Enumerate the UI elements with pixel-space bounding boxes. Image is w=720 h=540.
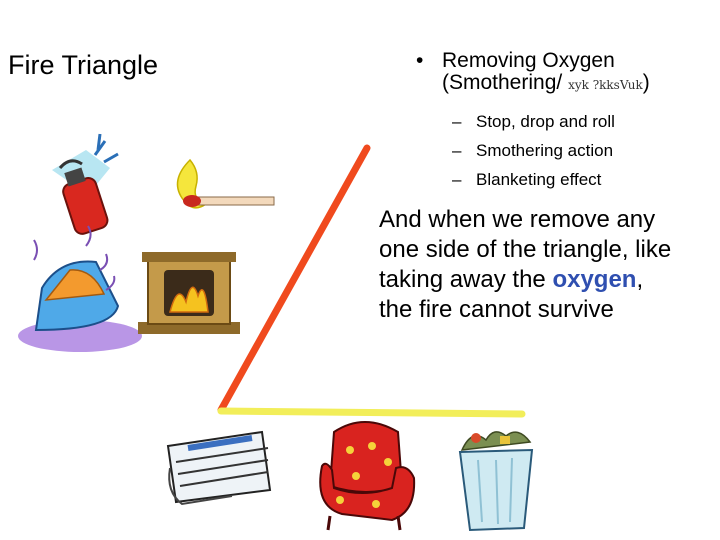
- paragraph-after: , the fire cannot survive: [379, 266, 644, 323]
- sub-bullet-dash: –: [452, 112, 462, 131]
- explanation-paragraph: And when we remove any one side of the t…: [379, 205, 679, 325]
- sub-bullet-text: Blanketing effect: [476, 170, 602, 189]
- bullet-hindi-text: xyk ?kksVuk: [568, 78, 643, 92]
- extinguisher-icon: [52, 133, 119, 235]
- sub-bullet-text: Smothering action: [476, 141, 614, 160]
- match-icon: [176, 158, 275, 209]
- sub-bullet-text: Stop, drop and roll: [476, 112, 615, 131]
- sub-bullet-dash: –: [452, 170, 462, 189]
- bullet-line-2: (Smothering/ xyk ?kksVuk): [442, 72, 650, 96]
- newspaper-icon: [166, 430, 272, 506]
- triangle-left-side: [217, 144, 371, 414]
- sub-bullet-1: –Stop, drop and roll: [452, 112, 615, 132]
- bullet-text: Removing Oxygen (Smothering/ xyk ?kksVuk…: [442, 50, 650, 96]
- sub-bullet-2: –Smothering action: [452, 141, 613, 161]
- bullet-line-2-start: (Smothering/: [442, 71, 569, 94]
- slide-title: Fire Triangle: [8, 50, 159, 80]
- trash-bin-icon: [458, 431, 534, 532]
- paragraph-highlight: oxygen: [552, 266, 637, 293]
- sub-bullet-3: –Blanketing effect: [452, 170, 601, 190]
- bullet-line-2-end: ): [642, 71, 650, 94]
- bullet-line-1: Removing Oxygen: [442, 49, 615, 72]
- sub-bullet-dash: –: [452, 141, 462, 160]
- fireplace-icon: [138, 252, 240, 334]
- armchair-icon: [319, 421, 416, 531]
- paragraph-before: And when we remove any one side of the t…: [379, 206, 672, 293]
- bullet-symbol: •: [416, 49, 424, 72]
- triangle-bottom-side: [217, 407, 526, 418]
- iron-icon: [18, 225, 142, 352]
